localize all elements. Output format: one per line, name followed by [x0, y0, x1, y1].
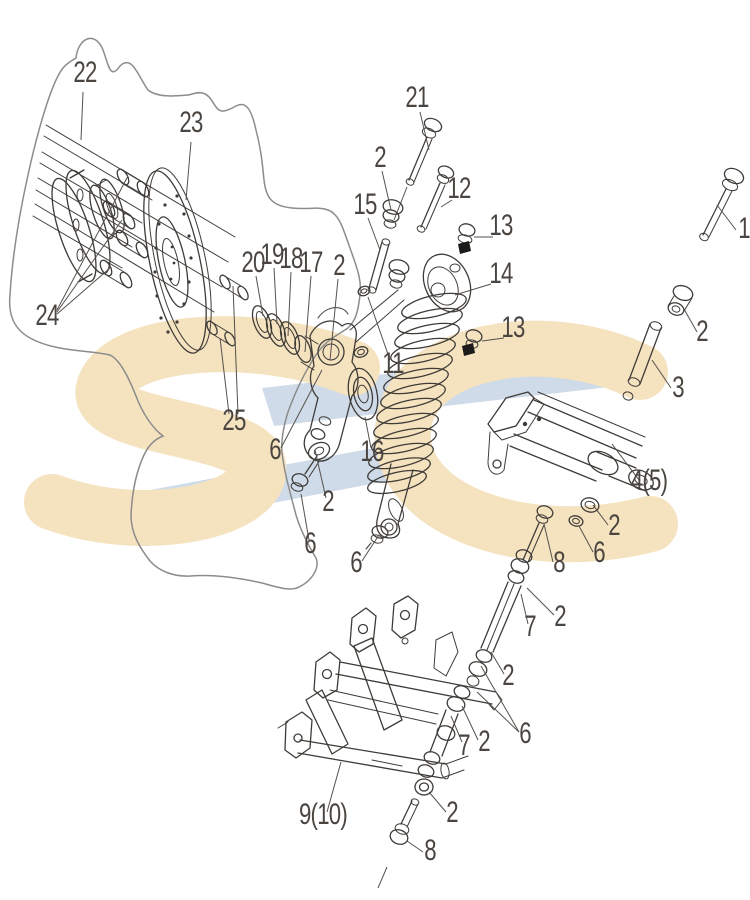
part-label-3: 3 — [672, 370, 684, 404]
stud-threaded-tips — [206, 274, 249, 347]
stud-spacers — [99, 168, 150, 289]
part-label-2-arm: 2 — [608, 508, 620, 542]
upper-link-hardware — [522, 497, 600, 563]
part-label-2-rod-upper: 2 — [554, 599, 566, 633]
part-label-23: 23 — [179, 105, 202, 139]
shock-absorber-group — [347, 117, 483, 550]
leader-lines — [56, 91, 737, 853]
swing-arm-group — [277, 595, 503, 780]
part-label-4-5: 4(5) — [631, 463, 668, 497]
knuckle-group — [251, 289, 405, 492]
bracket-arm-4-5 — [487, 391, 654, 492]
link-rod-upper-7 — [466, 549, 533, 687]
bushing-2-upper — [382, 199, 404, 229]
part-label-24: 24 — [35, 298, 58, 332]
brake-disc — [143, 167, 212, 354]
part-label-19: 19 — [260, 237, 283, 271]
edge-tick — [377, 866, 388, 889]
part-label-8-bottom: 8 — [424, 833, 436, 867]
disc-bolt-holes — [153, 194, 193, 334]
part-label-25: 25 — [222, 403, 245, 437]
part-label-2-rod-mid: 2 — [502, 658, 514, 692]
nut-13-side — [462, 329, 483, 356]
part-label-16: 16 — [360, 434, 383, 468]
part-label-13-side: 13 — [501, 310, 524, 344]
watermark-letter-c — [374, 320, 678, 563]
bushing-2-right — [667, 284, 694, 316]
right-fastener-group — [622, 167, 745, 401]
part-label-2-bottom: 2 — [446, 795, 458, 829]
damper-body — [376, 463, 414, 539]
part-label-22: 22 — [73, 55, 96, 89]
tube-3 — [622, 321, 663, 401]
detail-cloud-outline — [8, 37, 362, 590]
part-label-6-bolt: 6 — [304, 526, 316, 560]
sc-watermark — [24, 316, 678, 563]
part-label-7-lower: 7 — [458, 728, 470, 762]
bolt-1 — [699, 167, 745, 242]
part-label-6-arm: 6 — [593, 535, 605, 569]
part-label-14: 14 — [489, 256, 512, 290]
part-label-12: 12 — [447, 171, 470, 205]
part-label-18: 18 — [279, 241, 302, 275]
part-label-2-upper: 2 — [374, 140, 386, 174]
part-label-8-upper: 8 — [553, 545, 565, 579]
nut-13-top — [457, 223, 476, 254]
part-label-11: 11 — [382, 346, 404, 380]
wheel-hub-group — [32, 124, 249, 347]
part-label-20: 20 — [241, 245, 264, 279]
part-label-13-top: 13 — [489, 208, 512, 242]
part-label-6-shockbolt: 6 — [350, 545, 362, 579]
part-label-2-right: 2 — [696, 314, 708, 348]
shock-lower-bolt-6 — [365, 525, 389, 550]
part-label-9-10: 9(10) — [299, 797, 347, 831]
part-label-6-knuckle: 6 — [269, 432, 281, 466]
bushing-16 — [347, 367, 379, 421]
part-label-1: 1 — [738, 211, 750, 245]
link-rod-lower-7 — [389, 685, 471, 845]
part-label-21: 21 — [405, 80, 428, 114]
bolt-12 — [416, 165, 455, 233]
part-number-callouts: 22 23 24 25 20 19 18 17 2 15 2 21 12 13 … — [35, 55, 750, 867]
part-label-6-rods: 6 — [519, 716, 531, 750]
washer-11 — [357, 285, 371, 297]
part-label-7-upper: 7 — [524, 609, 536, 643]
part-label-17: 17 — [299, 245, 322, 279]
bolt-8-upper — [522, 505, 554, 563]
bushing-2-lower — [388, 259, 410, 289]
part-label-15: 15 — [353, 187, 376, 221]
part-label-2-washer: 2 — [322, 484, 334, 518]
watermark-letter-s — [24, 316, 380, 546]
knuckle-pinch-bolt — [290, 455, 321, 492]
part-label-2-knuckle: 2 — [333, 248, 345, 282]
bolt-8-lower — [389, 798, 420, 845]
coil-spring — [367, 292, 467, 495]
part-label-2-rod-lower: 2 — [478, 724, 490, 758]
